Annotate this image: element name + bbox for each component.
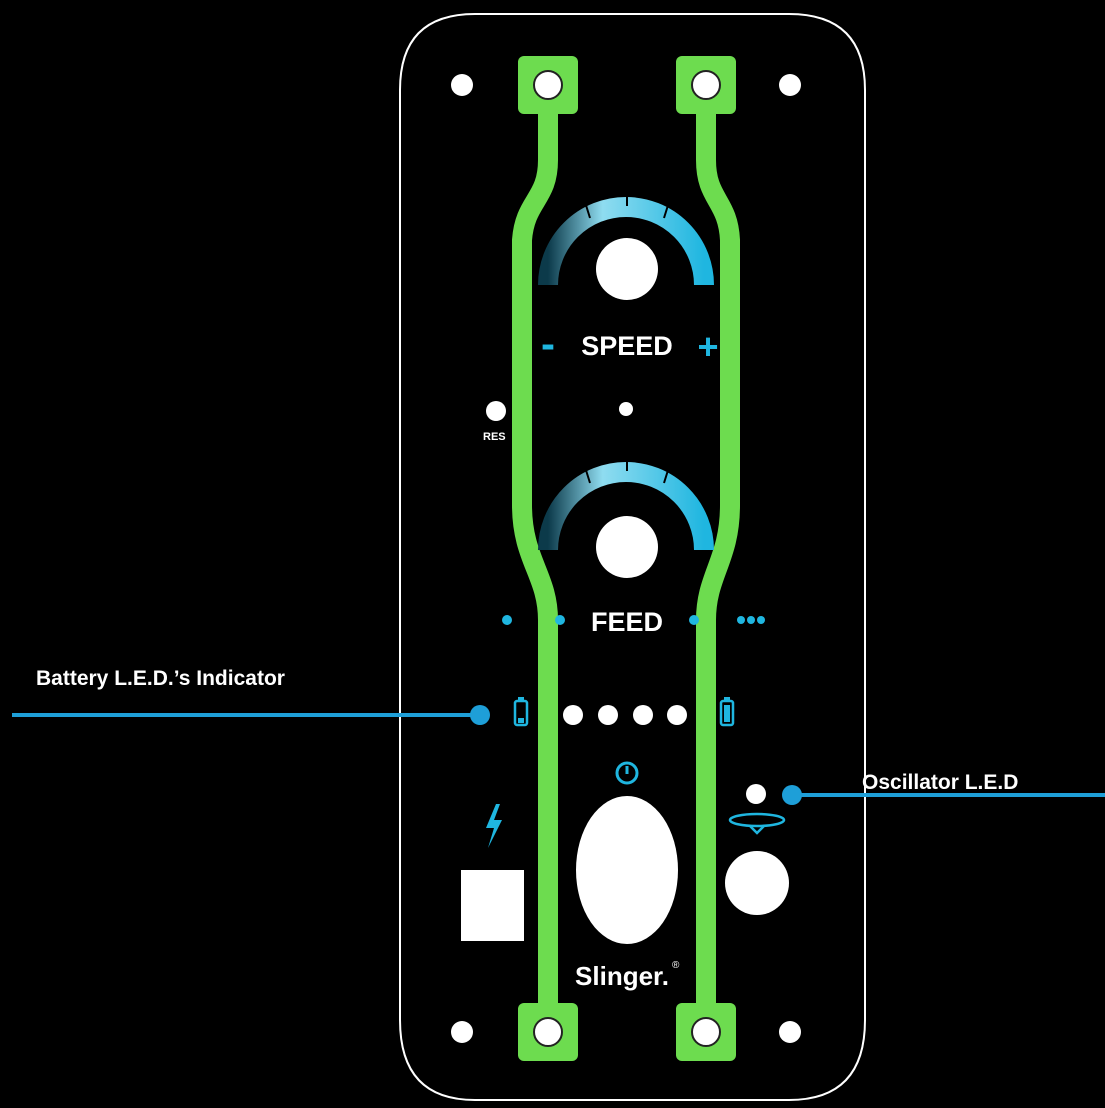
oscillator-led-label: Oscillator L.E.D — [862, 771, 1019, 794]
speed-arc — [538, 197, 714, 286]
feed-level-dots — [502, 615, 765, 625]
oscillation-icon — [728, 812, 786, 835]
rail-tab-hole — [533, 70, 563, 100]
speed-minus[interactable]: - — [541, 320, 555, 367]
battery-led — [633, 705, 653, 725]
brand-logo: Slinger. — [575, 961, 669, 991]
feed-label: FEED — [591, 607, 663, 637]
mount-hole-top-right — [779, 74, 801, 96]
feed-dial — [538, 455, 714, 578]
power-button[interactable] — [576, 796, 678, 944]
speed-dial — [538, 190, 714, 300]
reset-button[interactable] — [486, 401, 506, 421]
charging-port[interactable] — [461, 870, 524, 941]
center-indicator-dot — [619, 402, 633, 416]
oscillator-leader-dot — [782, 785, 802, 805]
rail-tab-hole — [691, 1017, 721, 1047]
battery-led — [563, 705, 583, 725]
battery-led-row — [513, 697, 735, 727]
feed-arc — [538, 462, 714, 551]
lightning-icon — [486, 804, 502, 848]
battery-low-icon — [513, 697, 529, 727]
rail-tab-hole — [533, 1017, 563, 1047]
rail-left — [512, 110, 558, 1010]
battery-leader-dot — [470, 705, 490, 725]
battery-led-indicator-label: Battery L.E.D.’s Indicator — [36, 667, 285, 690]
reset-label: RES — [483, 431, 506, 443]
power-icon — [615, 761, 639, 785]
rail-tabs — [518, 56, 736, 1061]
speed-label: SPEED — [581, 331, 673, 361]
battery-led — [598, 705, 618, 725]
rail-tab-hole — [691, 70, 721, 100]
registered-mark: ® — [672, 960, 680, 971]
feed-knob[interactable] — [596, 516, 658, 578]
mount-hole-bottom-left — [451, 1021, 473, 1043]
rail-right — [696, 110, 740, 1010]
oscillator-button[interactable] — [725, 851, 789, 915]
battery-full-icon — [719, 697, 735, 727]
oscillator-led — [746, 784, 766, 804]
speed-plus[interactable]: + — [697, 326, 718, 367]
battery-led — [667, 705, 687, 725]
speed-knob[interactable] — [596, 238, 658, 300]
mount-hole-top-left — [451, 74, 473, 96]
mount-hole-bottom-right — [779, 1021, 801, 1043]
green-rails — [512, 110, 740, 1010]
